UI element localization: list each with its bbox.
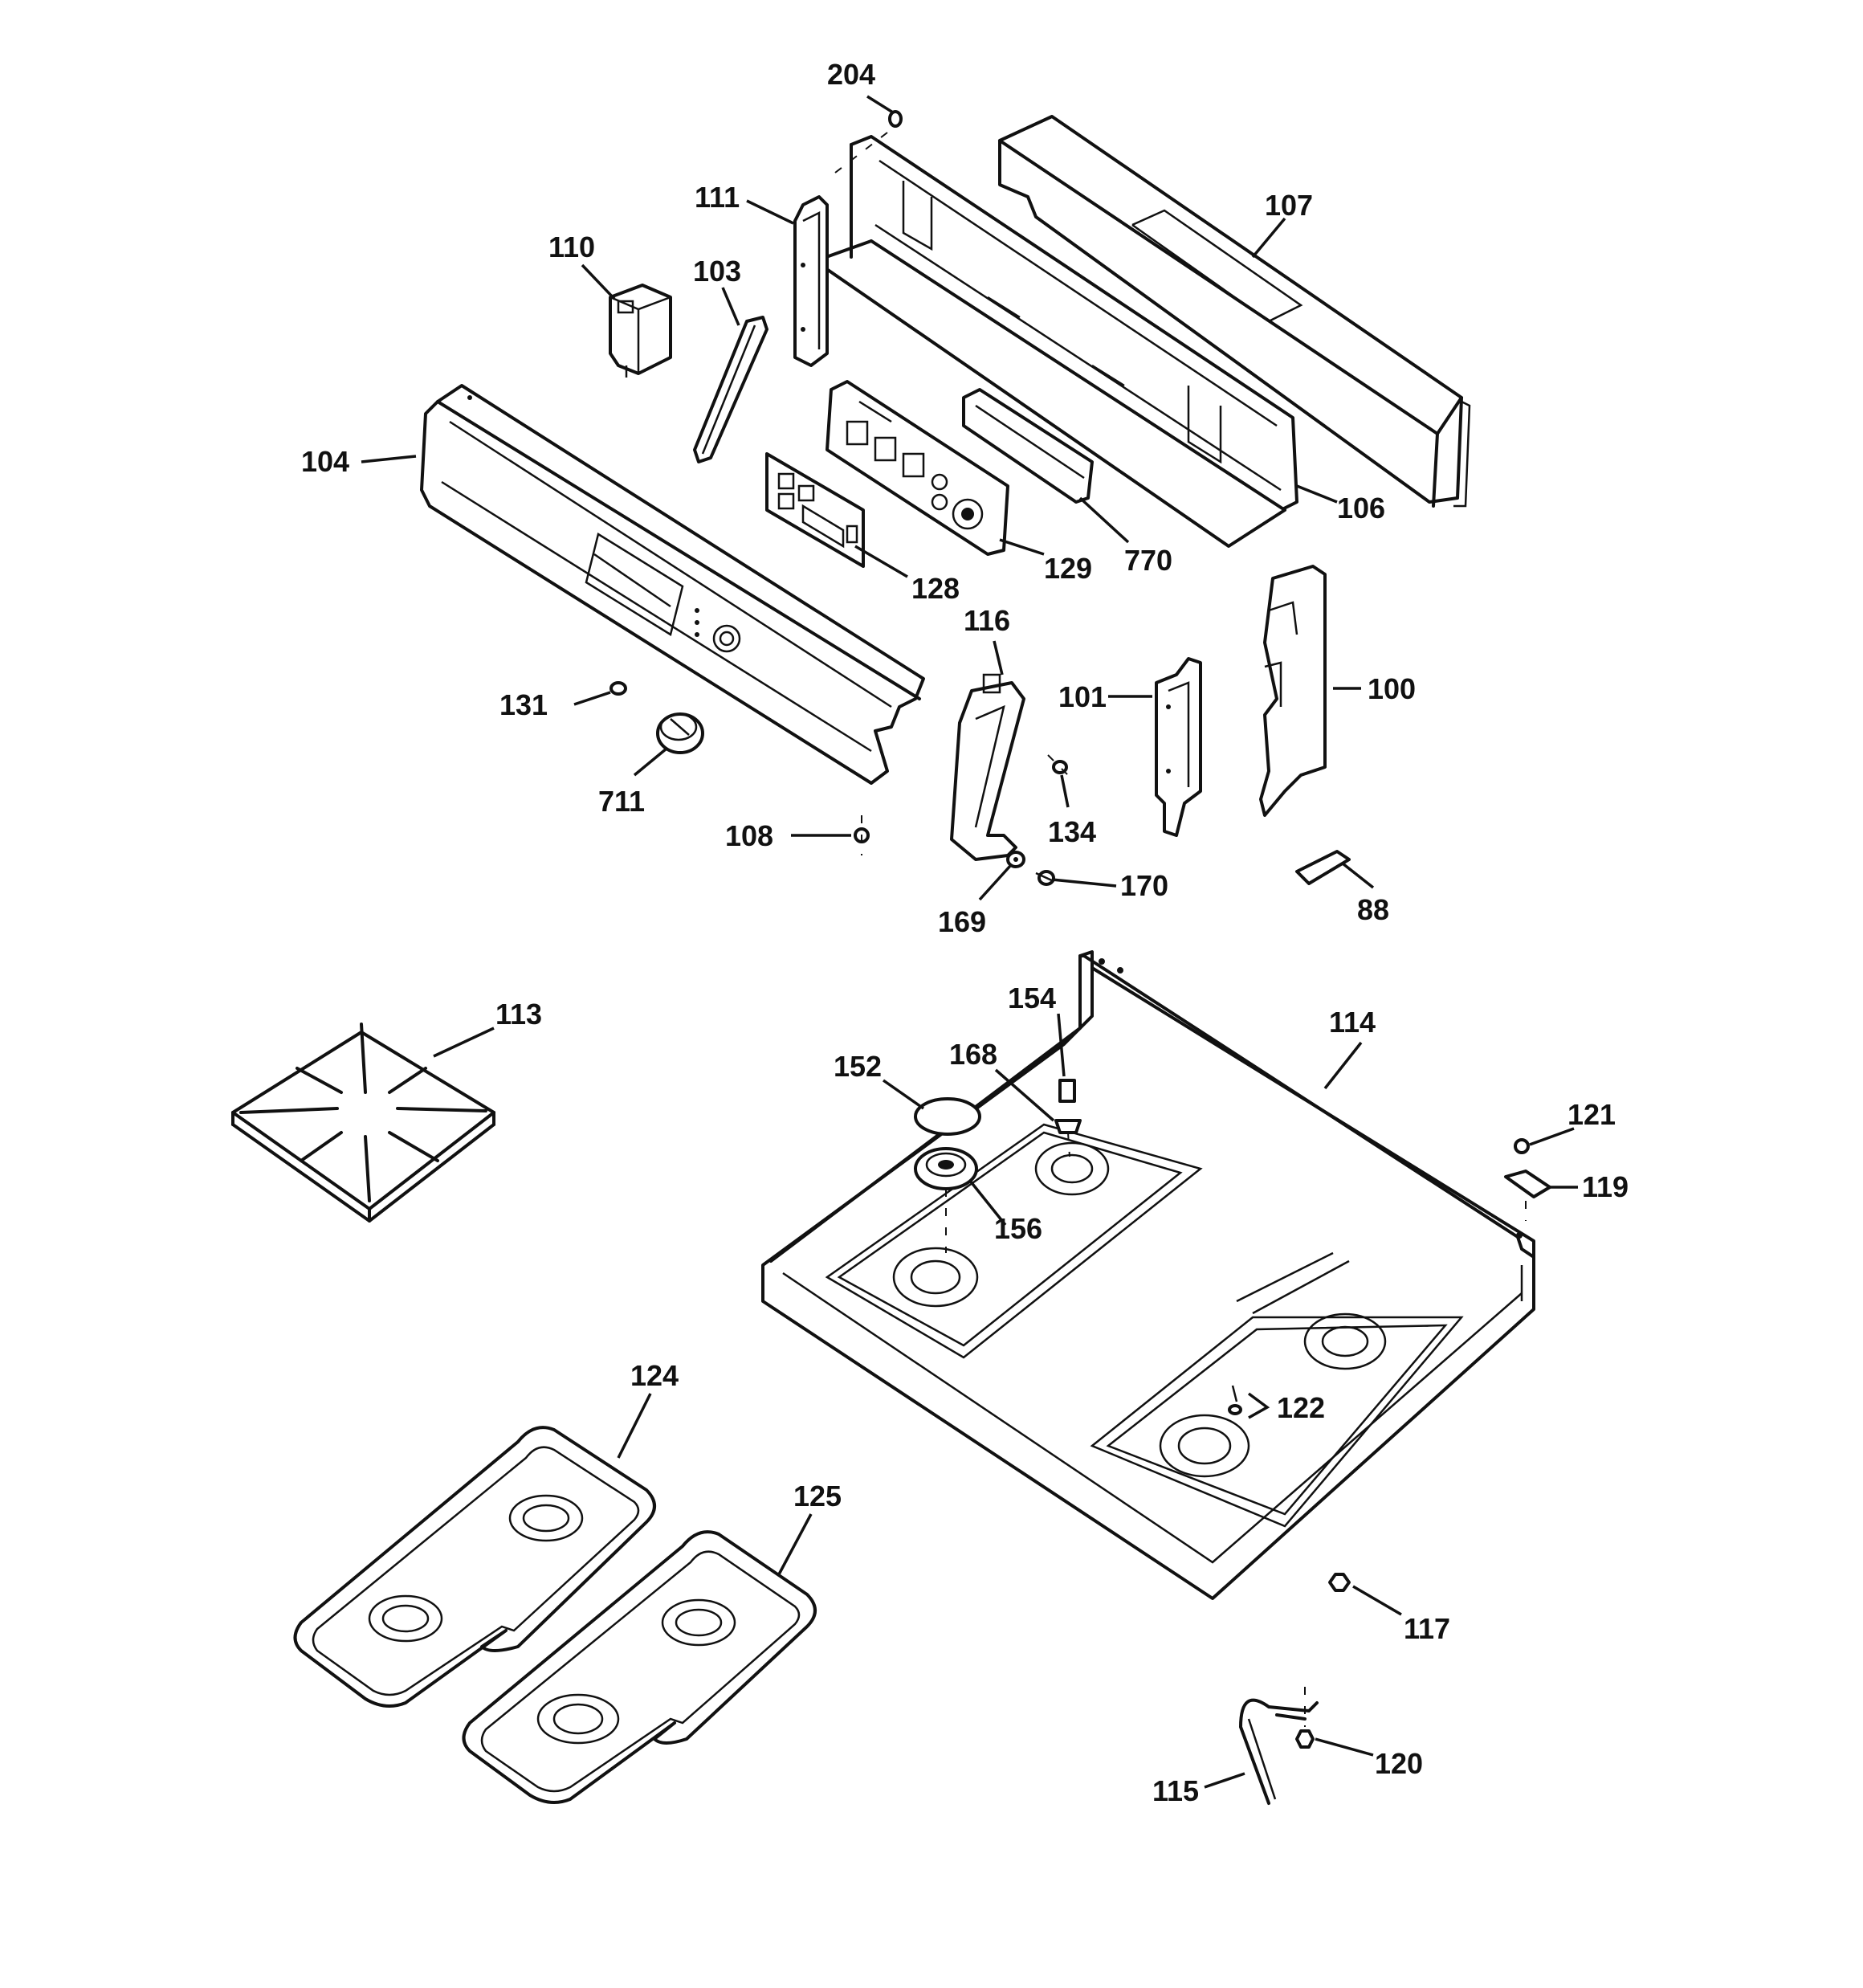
label-121: 121: [1567, 1098, 1616, 1131]
part-113-grate: [231, 1023, 495, 1223]
part-770-shield: [962, 388, 1094, 504]
label-111: 111: [695, 181, 740, 214]
label-131: 131: [499, 688, 548, 721]
part-104-control-panel: [420, 384, 925, 785]
label-103: 103: [693, 255, 741, 288]
label-154: 154: [1008, 982, 1056, 1014]
label-106: 106: [1337, 492, 1385, 525]
part-119-clip: [1504, 1170, 1551, 1221]
part-106-backsplash-bracket: [813, 135, 1298, 548]
part-156-burner-head: [914, 1147, 978, 1253]
label-124: 124: [630, 1359, 679, 1392]
part-103-trim-strip: [693, 316, 768, 463]
label-711: 711: [598, 785, 645, 818]
label-134: 134: [1048, 815, 1096, 848]
label-122: 122: [1277, 1391, 1325, 1424]
part-134-clip: [1047, 754, 1073, 780]
label-204: 204: [827, 58, 875, 91]
label-114: 114: [1329, 1006, 1376, 1039]
part-121-screw: [1514, 1138, 1530, 1154]
label-128: 128: [911, 572, 960, 605]
label-129: 129: [1044, 552, 1092, 585]
part-88-spacer: [1295, 850, 1351, 885]
part-124-drip-pan: [293, 1426, 656, 1708]
label-117: 117: [1404, 1612, 1450, 1645]
part-100-side-trim: [1259, 565, 1327, 817]
part-129-control-board: [826, 380, 1009, 556]
label-770: 770: [1124, 544, 1172, 577]
label-169: 169: [938, 905, 986, 938]
label-101: 101: [1058, 680, 1107, 713]
part-116-end-cap: [950, 673, 1025, 861]
part-131-plug: [609, 681, 627, 696]
part-120-screw: [1295, 1687, 1315, 1749]
label-113: 113: [495, 998, 542, 1031]
label-104: 104: [301, 445, 349, 478]
label-168: 168: [949, 1038, 997, 1071]
part-115-support-rod: [1239, 1698, 1319, 1805]
part-122-screw-washer: [1228, 1385, 1242, 1415]
part-114-cooktop: [761, 950, 1535, 1600]
label-108: 108: [725, 819, 773, 852]
part-169-washer: [1006, 851, 1025, 868]
label-119: 119: [1582, 1170, 1629, 1203]
part-128-overlay: [765, 452, 865, 568]
label-110: 110: [548, 231, 595, 263]
label-107: 107: [1265, 189, 1313, 222]
label-125: 125: [793, 1480, 842, 1512]
part-170-screw: [1035, 870, 1055, 886]
label-116: 116: [964, 604, 1010, 637]
part-711-knob: [656, 712, 704, 754]
part-101-bracket: [1155, 657, 1202, 837]
label-115: 115: [1152, 1774, 1199, 1807]
part-152-burner-cap: [914, 1097, 981, 1136]
part-125-drip-pan: [462, 1530, 817, 1804]
part-111-side-bracket: [793, 195, 829, 367]
part-154-orifice: [1058, 1079, 1076, 1103]
label-100: 100: [1368, 672, 1416, 705]
label-152: 152: [834, 1050, 882, 1083]
part-labels: 204 107 111 110 103 104 106 770 129 128 …: [301, 58, 1629, 1807]
label-120: 120: [1375, 1747, 1423, 1780]
part-168-holder: [1054, 1119, 1082, 1157]
part-204-screw: [834, 110, 903, 173]
part-117-nut: [1328, 1573, 1351, 1592]
part-110-switch: [609, 284, 672, 378]
part-107-rear-cover: [998, 115, 1471, 508]
label-156: 156: [994, 1212, 1042, 1245]
leader-lines: [361, 95, 1578, 1789]
label-88: 88: [1357, 893, 1389, 926]
part-108-screw: [854, 815, 870, 855]
label-170: 170: [1120, 869, 1168, 902]
